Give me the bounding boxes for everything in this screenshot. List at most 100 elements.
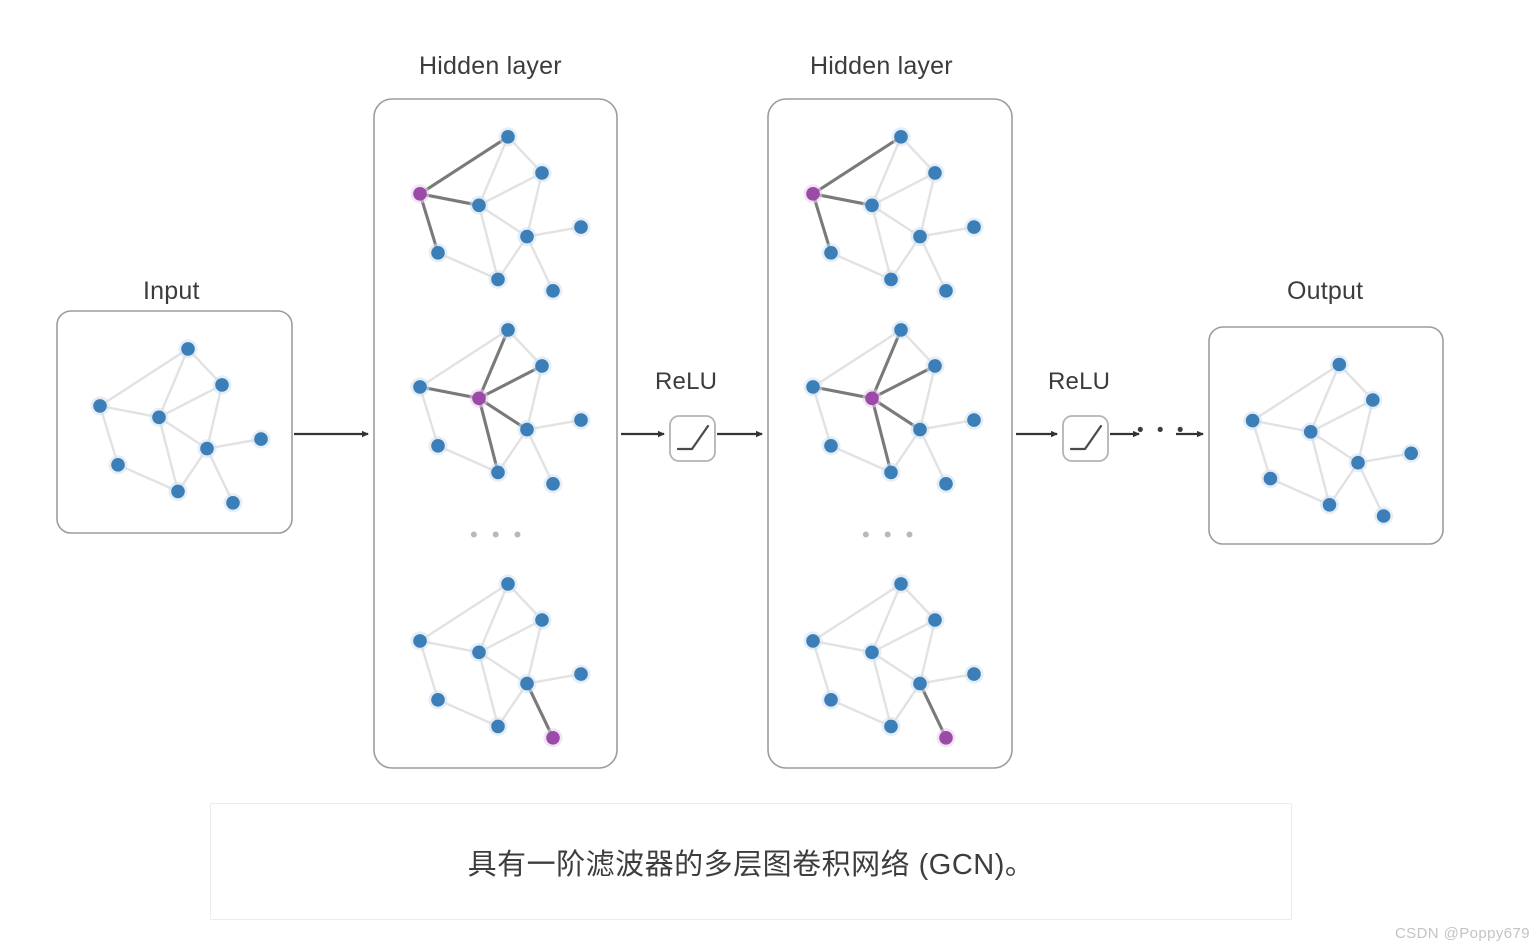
graph-edge [1356, 461, 1385, 518]
graph-edge [418, 328, 510, 389]
graph-node [254, 432, 268, 446]
graph-edge [157, 416, 180, 493]
graph-node [546, 284, 560, 298]
graph-edge [918, 428, 948, 485]
graph-node [1351, 455, 1365, 470]
graph-node [1366, 393, 1380, 407]
relu-box-group [669, 415, 1109, 462]
output-label: Output [1287, 277, 1364, 305]
graph-edge-highlighted [418, 385, 481, 400]
relu-2-label: ReLU [1048, 368, 1111, 395]
graph-edge [436, 698, 500, 728]
graph-edge [829, 698, 893, 728]
graph-node [574, 413, 588, 427]
relu-curve-icon [1069, 424, 1103, 451]
graph-node [501, 130, 515, 144]
graph-edge [870, 618, 937, 654]
graph-node-highlighted [939, 731, 953, 745]
graph-node [939, 477, 953, 491]
graph-node [491, 272, 505, 287]
caption-box: 具有一阶滤波器的多层图卷积网络 (GCN)。 [210, 803, 1292, 920]
graph-edge-highlighted [811, 385, 874, 400]
graph-edge [918, 618, 937, 685]
graph-edge [870, 651, 922, 685]
graph-node [884, 272, 898, 287]
graph-edge [1356, 398, 1375, 464]
graph-hidden-1-graph-middle [410, 320, 591, 494]
graph-node [535, 613, 549, 627]
graph-edge [418, 639, 481, 654]
graph-edge [525, 235, 555, 292]
graph-edge [870, 135, 903, 207]
graph-node [111, 458, 125, 472]
graph-edge [918, 235, 948, 292]
graph-node [928, 359, 942, 373]
relu-curve-icon [676, 424, 710, 451]
graph-edge-highlighted [811, 192, 874, 207]
graph-edge [1309, 363, 1341, 433]
graph-node [1332, 357, 1347, 372]
graph-edge [1309, 430, 1331, 506]
hidden-layer-2-vertical-ellipsis: • • • [862, 522, 918, 547]
hidden-layer-2-panel [767, 98, 1013, 769]
relu-box-1-frame [669, 415, 716, 462]
graph-hidden-1-graph-top [410, 127, 591, 301]
graph-edge [205, 447, 235, 504]
graph-edge [477, 135, 510, 207]
graph-edge [1251, 419, 1312, 433]
graph-node [501, 577, 515, 591]
graph-node [1263, 471, 1278, 486]
graph-node [967, 413, 981, 427]
graph-node [913, 676, 927, 691]
graph-edge-highlighted [477, 396, 529, 432]
graph-edge [811, 328, 903, 389]
input-label: Input [143, 277, 200, 305]
graph-edge-highlighted [870, 396, 893, 474]
graph-node [894, 130, 908, 144]
graph-edge [477, 618, 544, 654]
watermark: CSDN @Poppy679 [1394, 925, 1530, 942]
relu-box-2 [1062, 415, 1109, 462]
graph-hidden-2-graph-bottom [803, 574, 984, 748]
graph-node [1303, 425, 1318, 439]
graph-node [152, 410, 166, 425]
graph-edge [1269, 477, 1331, 506]
graph-group [90, 127, 1421, 748]
graph-node [1245, 413, 1260, 428]
graph-edge [98, 347, 190, 408]
graph-node [967, 220, 981, 234]
graph-edge [1251, 419, 1272, 480]
graph-edge [1251, 363, 1341, 422]
relu-box-1 [669, 415, 716, 462]
graph-edge-highlighted [418, 192, 481, 207]
layer-repeat-horizontal-ellipsis: • • • [1137, 420, 1188, 441]
graph-hidden-1-graph-bottom [410, 574, 591, 748]
graph-node [535, 359, 549, 373]
hidden-layer-1-label: Hidden layer [419, 52, 562, 80]
graph-edge-highlighted [418, 135, 510, 196]
graph-node-highlighted [413, 187, 427, 201]
graph-edge [525, 364, 544, 431]
graph-edge-highlighted [870, 396, 922, 432]
graph-edge-highlighted [870, 328, 903, 400]
graph-node [894, 323, 908, 337]
graph-edge [870, 204, 893, 281]
graph-edge-highlighted [477, 364, 544, 400]
graph-edge [525, 171, 544, 238]
graph-edge [477, 651, 500, 728]
graph-node [215, 378, 229, 392]
graph-node [1404, 446, 1418, 461]
graph-node [884, 465, 898, 480]
graph-node [806, 380, 820, 394]
graph-edge-highlighted [811, 135, 903, 196]
relu-1-label: ReLU [655, 368, 718, 395]
graph-node [913, 422, 927, 437]
graph-node [1376, 509, 1391, 523]
graph-edge-highlighted [477, 328, 510, 400]
graph-node [413, 380, 427, 394]
relu-box-2-frame [1062, 415, 1109, 462]
graph-hidden-2-graph-middle [803, 320, 984, 494]
hidden-layer-1-vertical-ellipsis: • • • [470, 522, 526, 547]
graph-node [865, 198, 879, 213]
